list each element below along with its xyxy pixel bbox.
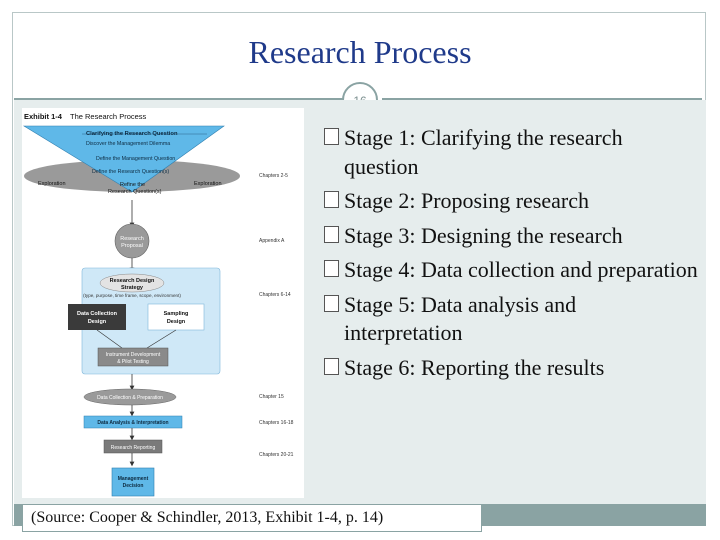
sampling-label-2: Design xyxy=(167,319,186,325)
refine-label-2: Research Question(s) xyxy=(108,189,162,195)
square-bullet-icon xyxy=(324,357,339,375)
stage-item-2: Stage 2: Proposing research xyxy=(324,187,699,216)
chapter-ref-4: Chapter 15 xyxy=(259,394,284,400)
research-design-ellipse xyxy=(99,273,165,293)
data-collection-preparation-node xyxy=(83,388,177,406)
design-label-1: Research Design xyxy=(110,278,155,284)
exhibit-caption: The Research Process xyxy=(70,112,147,121)
research-process-exhibit: Exhibit 1-4 The Research Process Clarify… xyxy=(22,108,304,498)
design-label-2: Strategy xyxy=(121,285,144,291)
chapter-ref-1: Chapters 2-5 xyxy=(259,173,288,179)
chapter-ref-5: Chapters 16-18 xyxy=(259,420,294,426)
exploration-right-label: Exploration xyxy=(194,181,222,187)
square-bullet-icon xyxy=(324,294,339,312)
sampling-label-1: Sampling xyxy=(164,311,189,317)
data-collection-design-box xyxy=(68,304,126,330)
square-bullet-icon xyxy=(324,260,339,277)
square-bullet-icon xyxy=(324,225,339,243)
funnel-line-2: Discover the Management Dilemma xyxy=(86,141,170,147)
funnel-shape xyxy=(22,125,225,193)
stage-item-3: Stage 3: Designing the research xyxy=(324,222,699,251)
funnel-line-4: Define the Research Question(s) xyxy=(92,169,169,175)
chapter-ref-2: Appendix A xyxy=(259,238,285,244)
sampling-design-box xyxy=(147,303,205,331)
exhibit-svg: Exhibit 1-4 The Research Process Clarify… xyxy=(22,112,294,497)
slide-title: Research Process xyxy=(248,34,472,70)
collection-prep-label: Data Collection & Preparation xyxy=(97,395,163,401)
design-sub-label: (type, purpose, time frame, scope, envir… xyxy=(83,293,181,298)
reporting-label: Research Reporting xyxy=(111,445,156,451)
data-collection-label-1: Data Collection xyxy=(77,311,118,317)
stage-item-4: Stage 4: Data collection and preparation xyxy=(324,256,699,285)
exploration-left-label: Exploration xyxy=(38,181,66,187)
decision-label-2: Decision xyxy=(123,483,144,489)
proposal-label-2: Proposal xyxy=(121,243,143,249)
square-bullet-icon xyxy=(324,128,339,145)
instrument-development-box xyxy=(97,347,169,367)
funnel-line-3: Define the Management Question xyxy=(96,156,175,162)
management-decision-node xyxy=(111,467,155,497)
stage-item-6: Stage 6: Reporting the results xyxy=(324,354,699,383)
research-reporting-node xyxy=(103,439,163,454)
chapter-ref-3: Chapters 6-14 xyxy=(259,292,291,298)
title-rule-left xyxy=(14,98,344,100)
decision-label-1: Management xyxy=(118,476,149,482)
stage-item-1: Stage 1: Clarifying the research questio… xyxy=(324,124,699,181)
chapter-ref-6: Chapters 20-21 xyxy=(259,452,294,458)
analysis-label: Data Analysis & Interpretation xyxy=(97,420,168,426)
refine-label-1: Refine the xyxy=(120,182,145,188)
square-bullet-icon xyxy=(324,191,339,208)
instrument-label-2: & Pilot Testing xyxy=(117,359,149,365)
instrument-label-1: Instrument Development xyxy=(106,352,161,358)
funnel-line-1: Clarifying the Research Question xyxy=(86,131,178,137)
exhibit-label: Exhibit 1-4 xyxy=(24,112,63,121)
stage-item-5: Stage 5: Data analysis and interpretatio… xyxy=(324,291,699,348)
proposal-label-1: Research xyxy=(120,236,144,242)
title-rule-right xyxy=(382,98,702,100)
source-citation: (Source: Cooper & Schindler, 2013, Exhib… xyxy=(22,504,482,532)
data-analysis-node xyxy=(83,415,183,429)
data-collection-label-2: Design xyxy=(88,319,107,325)
stage-list: Stage 1: Clarifying the research questio… xyxy=(324,124,699,388)
